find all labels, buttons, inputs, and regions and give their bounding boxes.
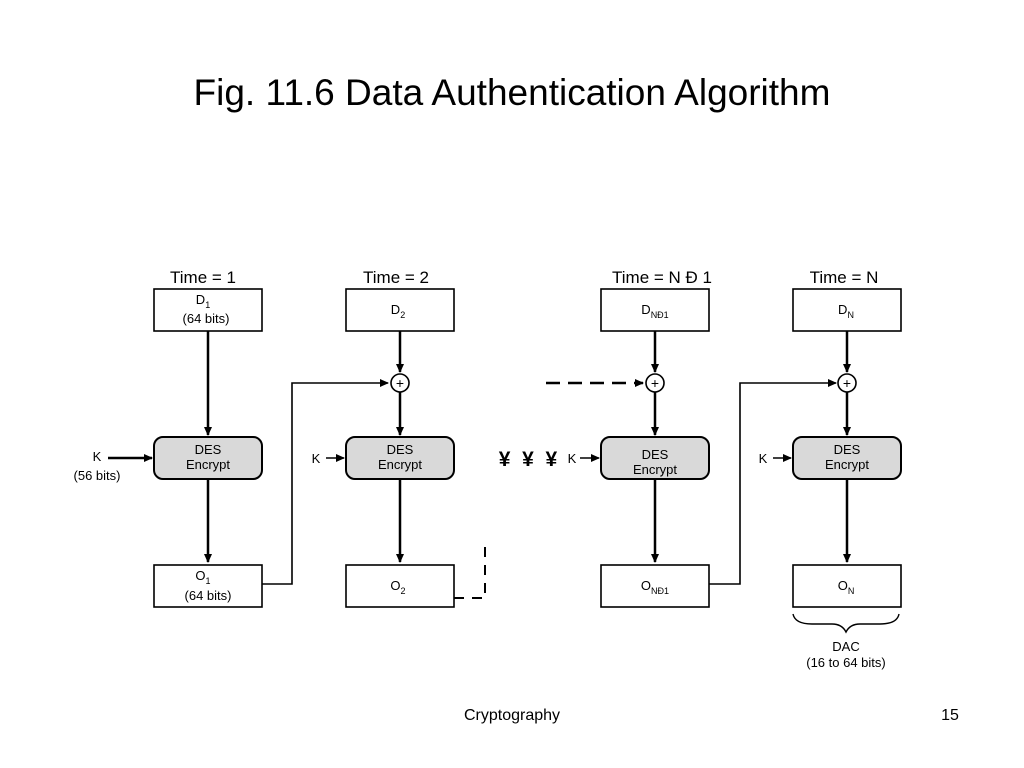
des-encrypt-n-line2: Encrypt (825, 457, 869, 472)
time-label-2: Time = 2 (363, 268, 429, 287)
output-block-1 (153, 564, 263, 608)
data-block-1 (153, 288, 263, 332)
des-encrypt-1-line2: Encrypt (186, 457, 230, 472)
data-block-n-1-label: DNĐ1 (641, 302, 668, 320)
xor-2-symbol: + (396, 375, 404, 391)
data-block-n-label: DN (838, 302, 854, 320)
des-encrypt-2-line1: DES (387, 442, 414, 457)
output-block-1-label: O1 (195, 568, 210, 586)
dac-size-label: (16 to 64 bits) (806, 655, 886, 670)
des-encrypt-n-1-line2: Encrypt (633, 462, 677, 477)
key-size-1: (56 bits) (74, 468, 121, 483)
ellipsis-symbols: ¥ ¥ ¥ (499, 448, 558, 471)
output-block-n-label: ON (838, 578, 855, 596)
dac-label: DAC (832, 639, 859, 654)
key-label-1: K (93, 449, 102, 464)
des-encrypt-n-1-line1: DES (642, 447, 669, 462)
key-label-2: K (312, 451, 321, 466)
data-block-n (792, 288, 902, 332)
key-label-n: K (759, 451, 768, 466)
feedback-line-n-1 (709, 379, 837, 585)
output-block-2-label: O2 (390, 578, 405, 596)
xor-n-symbol: + (843, 375, 851, 391)
data-block-2-label: D2 (391, 302, 405, 320)
output-block-n (792, 564, 902, 608)
slide-page-number: 15 (941, 707, 959, 724)
des-encrypt-2-line2: Encrypt (378, 457, 422, 472)
output-block-1-size: (64 bits) (185, 588, 232, 603)
feedback-line-1 (262, 379, 389, 585)
data-block-1-label: D1 (196, 292, 210, 310)
des-encrypt-1-line1: DES (195, 442, 222, 457)
dac-brace (792, 613, 900, 634)
data-block-n-1 (600, 288, 710, 332)
output-block-n-1 (600, 564, 710, 608)
time-label-n: Time = N (810, 268, 879, 287)
xor-n-1-symbol: + (651, 375, 659, 391)
time-label-1: Time = 1 (170, 268, 236, 287)
key-label-n-1: K (568, 451, 577, 466)
data-block-1-size: (64 bits) (183, 311, 230, 326)
output-block-n-1-label: ONĐ1 (641, 578, 669, 596)
slide-footer: Cryptography (463, 707, 561, 724)
slide-title: Fig. 11.6 Data Authentication Algorithm (193, 72, 831, 113)
feedback-line-2-dashed (454, 545, 486, 599)
output-block-2 (345, 564, 455, 608)
time-label-n-1: Time = N Đ 1 (612, 268, 712, 287)
des-encrypt-n-line1: DES (834, 442, 861, 457)
